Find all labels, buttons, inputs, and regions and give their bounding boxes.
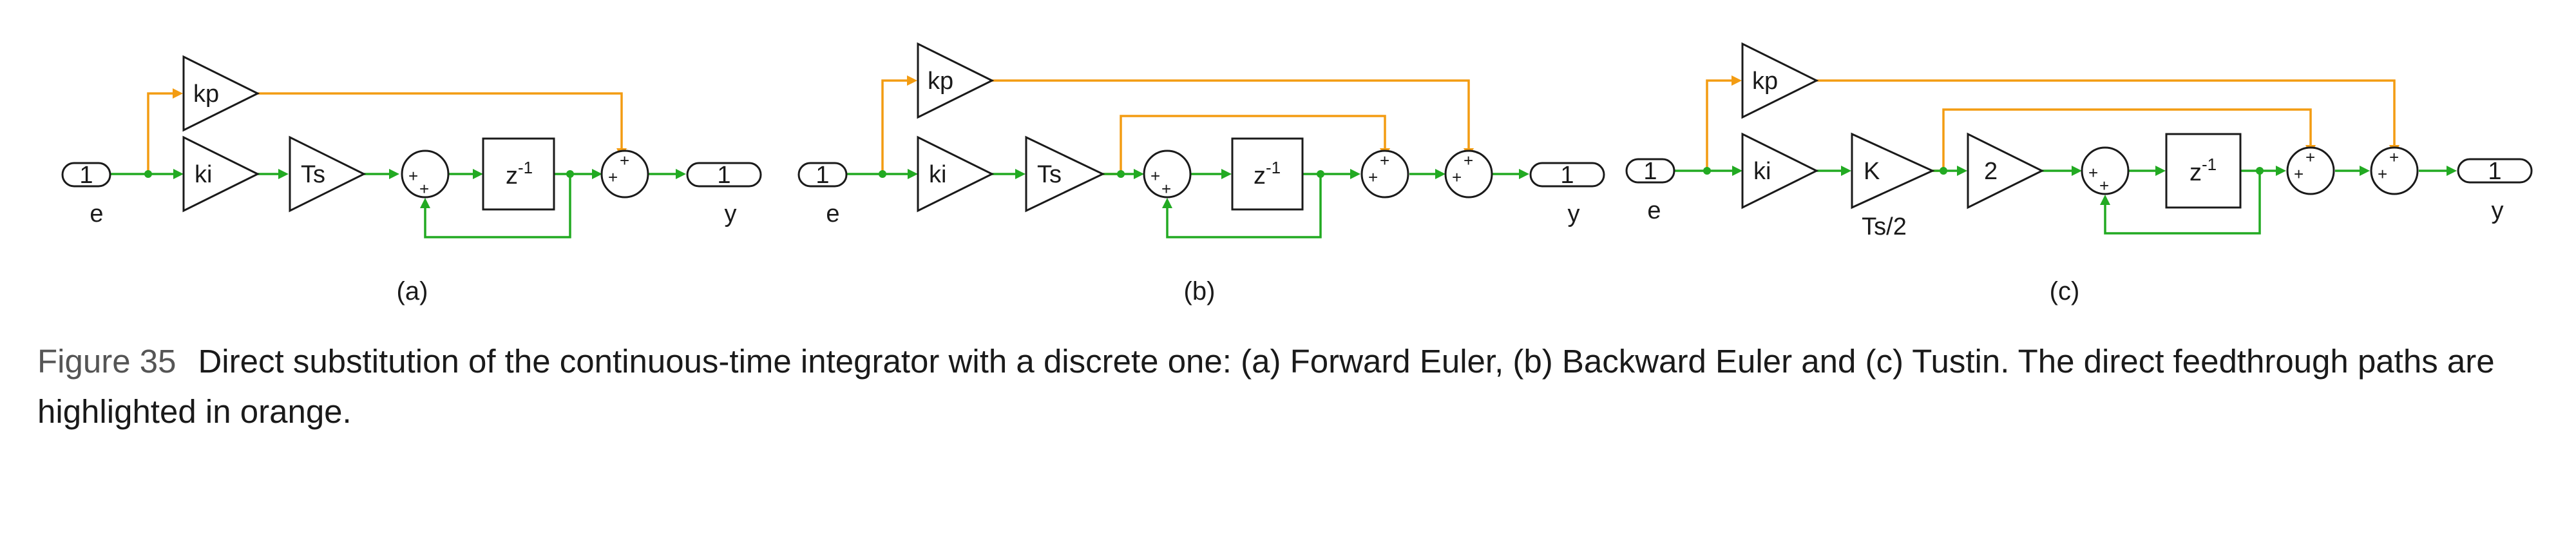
svg-text:Ts: Ts xyxy=(1037,161,1062,188)
svg-text:+: + xyxy=(2305,148,2315,167)
svg-text:ki: ki xyxy=(195,161,212,188)
unit-delay-block: z-1 xyxy=(482,137,555,211)
panel-c: 1 e kp ki K Ts/2 2 + + z-1 xyxy=(1625,42,2533,305)
outport-y: 1 xyxy=(2457,158,2533,185)
svg-text:+: + xyxy=(608,168,618,187)
svg-text:+: + xyxy=(2389,148,2399,167)
kp-gain-block: kp xyxy=(1741,42,1819,119)
svg-text:+: + xyxy=(1452,168,1462,187)
svg-text:+: + xyxy=(2088,163,2098,182)
k-gain-caption: Ts/2 xyxy=(1862,213,1907,240)
panel-b: 1 e kp ki Ts + + z-1 + + xyxy=(797,42,1605,305)
svg-text:K: K xyxy=(1864,158,1880,185)
block-diagram: 1 e kp ki Ts + + z-1 + + xyxy=(61,42,2533,305)
feedthrough-sum: + + xyxy=(1360,150,1409,198)
svg-text:+: + xyxy=(620,151,629,170)
inport-name-e: e xyxy=(826,200,839,227)
ts-gain-block: Ts xyxy=(289,135,367,213)
svg-text:z-1: z-1 xyxy=(1254,158,1281,189)
svg-text:1: 1 xyxy=(1643,158,1657,185)
svg-text:+: + xyxy=(408,166,418,186)
feedthrough-sum: + + xyxy=(2286,146,2335,195)
outport-y: 1 xyxy=(686,162,762,189)
figure-number: Figure 35 xyxy=(37,343,177,380)
svg-text:ki: ki xyxy=(1753,158,1771,185)
panel-a: 1 e kp ki Ts + + z-1 + + xyxy=(61,55,762,305)
outport-name-y: y xyxy=(1568,200,1580,227)
output-sum: + + xyxy=(2370,146,2419,195)
svg-text:kp: kp xyxy=(193,81,219,108)
inport-name-e: e xyxy=(90,200,103,227)
output-sum: + + xyxy=(600,150,649,198)
integrator-sum: + + xyxy=(1143,150,1192,198)
svg-text:Ts: Ts xyxy=(301,161,325,188)
outport-y: 1 xyxy=(1529,162,1605,189)
svg-text:+: + xyxy=(1161,179,1171,198)
svg-text:z-1: z-1 xyxy=(2190,155,2217,186)
integrator-sum: + + xyxy=(2081,146,2130,195)
gain-two-block: 2 xyxy=(1967,132,2045,209)
output-sum: + + xyxy=(1444,150,1493,198)
svg-text:kp: kp xyxy=(928,68,953,95)
inport-e: 1 xyxy=(1625,158,1675,185)
svg-text:+: + xyxy=(1368,168,1378,187)
svg-text:+: + xyxy=(1150,166,1160,186)
svg-text:+: + xyxy=(1380,151,1389,170)
svg-text:1: 1 xyxy=(717,162,730,189)
ki-gain-block: ki xyxy=(182,135,260,213)
svg-text:+: + xyxy=(2099,176,2109,195)
svg-text:1: 1 xyxy=(1560,162,1574,189)
svg-text:+: + xyxy=(1464,151,1473,170)
ki-gain-block: ki xyxy=(1741,132,1819,209)
panel-b-label: (b) xyxy=(1184,277,1216,305)
svg-text:z-1: z-1 xyxy=(506,158,533,189)
kp-gain-block: kp xyxy=(182,55,260,132)
inport-e: 1 xyxy=(61,162,111,189)
inport-e: 1 xyxy=(797,162,848,189)
ts-gain-block: Ts xyxy=(1025,135,1105,213)
svg-text:1: 1 xyxy=(79,162,93,189)
unit-delay-block: z-1 xyxy=(2165,133,2242,209)
svg-text:+: + xyxy=(2378,164,2387,184)
svg-text:ki: ki xyxy=(929,161,946,188)
panel-a-label: (a) xyxy=(397,277,428,305)
svg-text:1: 1 xyxy=(816,162,829,189)
kp-gain-block: kp xyxy=(917,42,995,119)
outport-name-y: y xyxy=(725,200,737,227)
outport-name-y: y xyxy=(2492,197,2504,224)
svg-text:2: 2 xyxy=(1984,158,1998,185)
svg-text:+: + xyxy=(419,179,429,198)
inport-name-e: e xyxy=(1647,197,1661,224)
caption-text: Direct substitution of the continuous-ti… xyxy=(37,343,2495,430)
svg-text:kp: kp xyxy=(1752,68,1778,95)
ki-gain-block: ki xyxy=(917,135,995,213)
svg-text:1: 1 xyxy=(2488,158,2501,185)
integrator-sum: + + xyxy=(401,150,450,198)
svg-text:+: + xyxy=(2294,164,2304,184)
unit-delay-block: z-1 xyxy=(1231,137,1304,211)
k-gain-block: K xyxy=(1851,132,1935,209)
panel-c-label: (c) xyxy=(2050,277,2080,305)
